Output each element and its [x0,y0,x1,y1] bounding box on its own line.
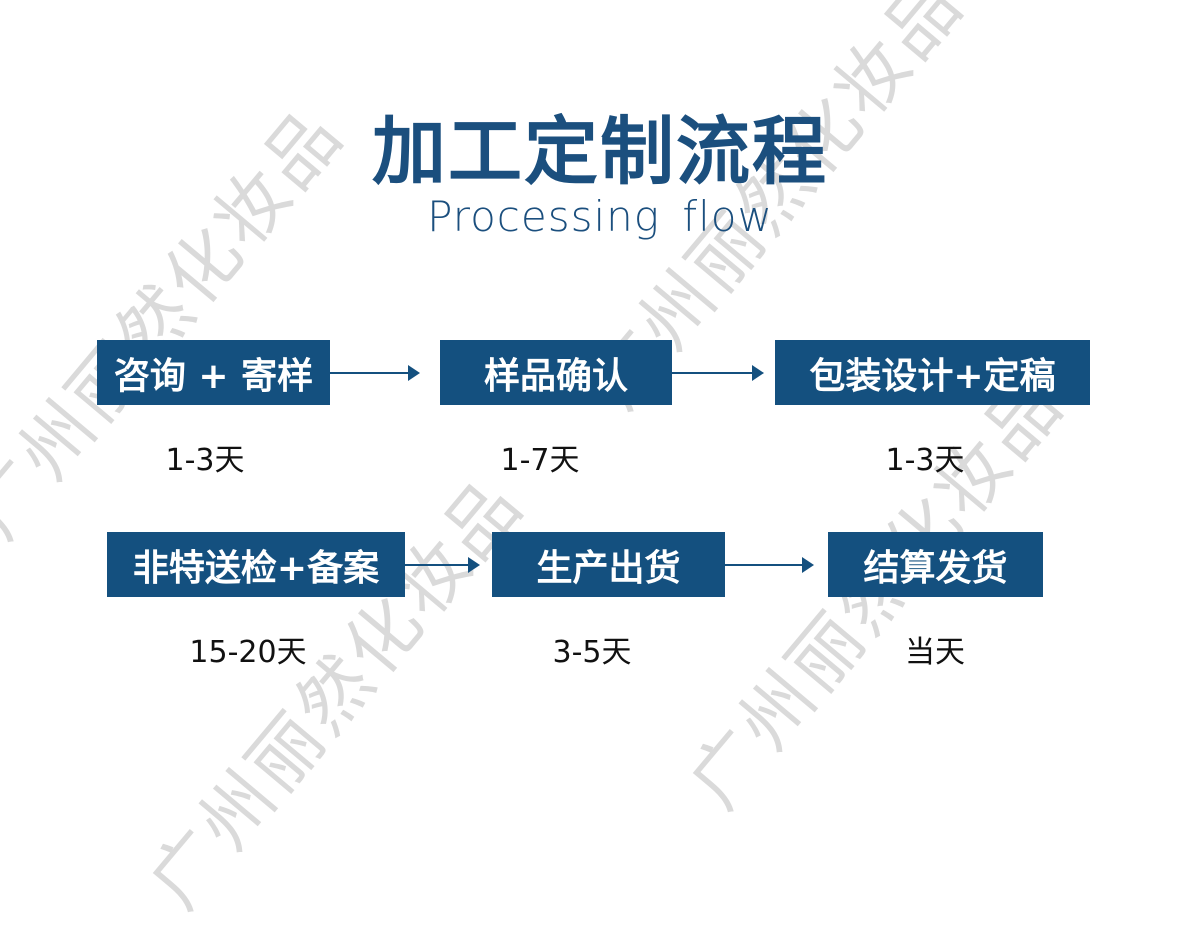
page-title: 加工定制流程 [372,109,828,195]
step-duration: 1-3天 [165,443,245,478]
page-subtitle: Processing flow [427,192,773,241]
step-duration: 当天 [905,635,965,670]
step-duration: 1-7天 [500,443,580,478]
arrow-icon [672,365,764,381]
step-box: 包装设计+定稿 [775,340,1090,405]
step-box: 非特送检+备案 [107,532,405,597]
step-duration: 1-3天 [885,443,965,478]
arrow-icon [330,365,420,381]
step-box: 结算发货 [828,532,1043,597]
arrow-icon [725,557,814,573]
step-duration: 3-5天 [552,635,632,670]
watermark: 广州丽然化妆品 [132,462,540,924]
step-box: 生产出货 [492,532,725,597]
step-duration: 15-20天 [189,635,307,670]
step-box: 咨询 + 寄样 [97,340,330,405]
step-box: 样品确认 [440,340,672,405]
arrow-icon [405,557,480,573]
